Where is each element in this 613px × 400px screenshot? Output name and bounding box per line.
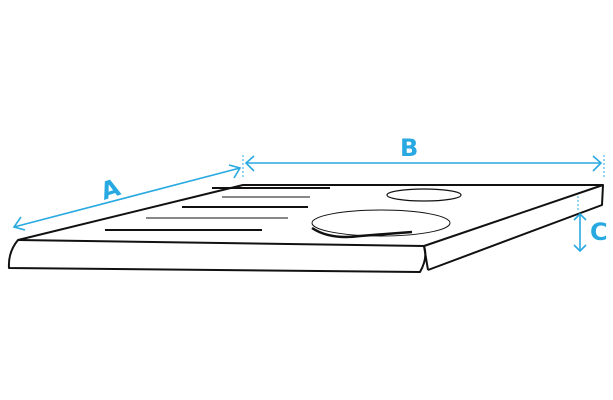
large-burner-shadow xyxy=(311,226,413,239)
slab xyxy=(7,184,604,273)
dimension-b xyxy=(242,155,605,178)
dimension-c xyxy=(573,196,587,253)
large-cooktop-burner xyxy=(311,209,451,237)
label-b: B xyxy=(400,134,418,162)
label-a: A xyxy=(97,173,124,206)
slab-side-edge xyxy=(423,184,604,271)
small-cooktop-burner xyxy=(386,188,462,202)
dimension-a xyxy=(12,164,242,231)
surface-lines xyxy=(105,187,330,231)
label-c: C xyxy=(590,218,608,246)
